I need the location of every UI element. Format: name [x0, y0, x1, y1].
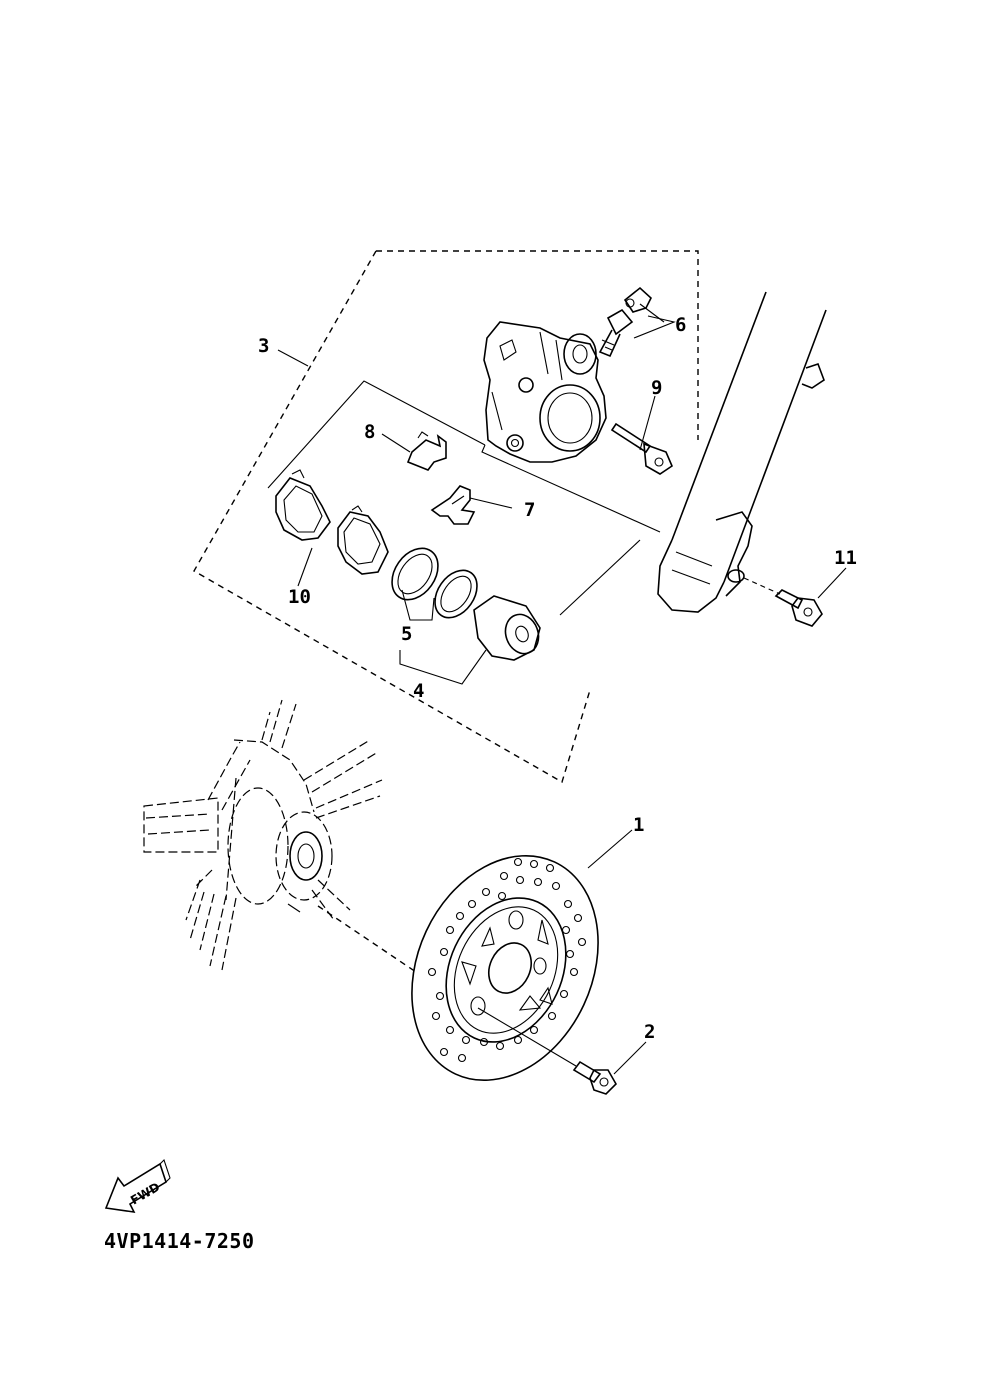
fwd-badge: FWD — [128, 1180, 162, 1208]
piston-seal-2 — [434, 569, 478, 619]
callout-10: 10 — [288, 586, 311, 608]
pad-spring-7 — [430, 485, 476, 525]
callout-8: 8 — [364, 421, 375, 443]
pad-spring-8 — [406, 431, 447, 471]
callout-7: 7 — [524, 499, 535, 521]
pad-group-boundary — [267, 380, 661, 616]
callout-4: 4 — [413, 680, 424, 702]
brake-disc — [411, 854, 599, 1082]
callout-11: 11 — [834, 547, 857, 569]
callout-6: 6 — [675, 314, 686, 336]
piston-seal-1 — [391, 547, 439, 601]
brake-pad-outer — [275, 469, 331, 541]
disc-bolt — [477, 1007, 617, 1095]
wheel-hub-phantom — [143, 699, 417, 973]
caliper-bolt-9 — [610, 422, 673, 475]
callout-5: 5 — [401, 623, 412, 645]
caliper-body — [483, 321, 607, 463]
fork-bolt-11 — [743, 577, 823, 627]
part-code: 4VP1414-7250 — [104, 1229, 255, 1253]
callout-3: 3 — [258, 335, 269, 357]
forward-direction-arrow-icon: FWD — [104, 1158, 171, 1214]
brake-pad-inner — [337, 505, 389, 575]
callout-9: 9 — [651, 377, 662, 399]
bleeder-screw — [598, 286, 652, 358]
front-fork-leg — [657, 291, 827, 613]
disc-holes — [427, 857, 587, 1063]
callout-1: 1 — [633, 814, 644, 836]
caliper-piston — [473, 595, 541, 661]
callout-labels: 1 2 3 4 5 6 7 8 9 10 11 — [258, 314, 857, 1043]
callout-2: 2 — [644, 1021, 655, 1043]
caliper-assembly-boundary — [193, 250, 699, 784]
leader-lines — [277, 303, 847, 1075]
